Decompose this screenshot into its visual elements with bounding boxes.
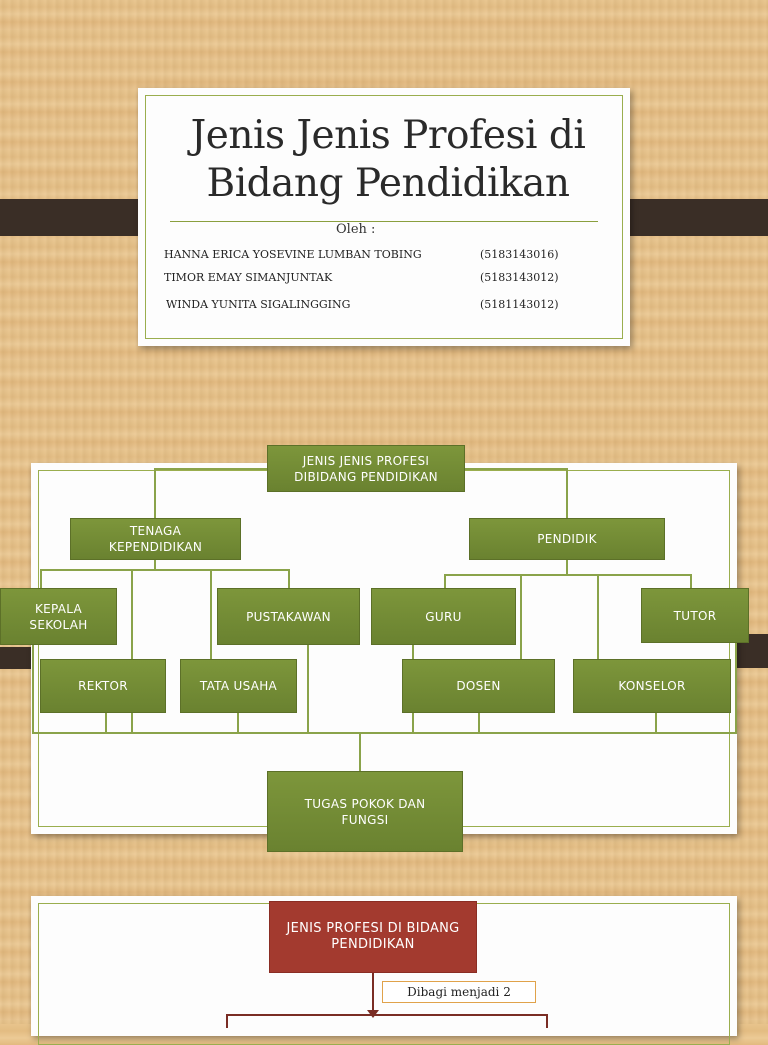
connector: [520, 574, 522, 659]
slide3-header-node[interactable]: JENIS PROFESI DI BIDANG PENDIDIKAN: [269, 901, 477, 973]
title-divider: [170, 221, 598, 222]
connector: [566, 468, 568, 518]
connector: [237, 711, 239, 733]
node-tata-usaha[interactable]: TATA USAHA: [180, 659, 297, 713]
connector: [690, 574, 692, 588]
node-dosen[interactable]: DOSEN: [402, 659, 555, 713]
connector: [154, 468, 156, 518]
connector: [444, 574, 446, 588]
member-name: HANNA ERICA YOSEVINE LUMBAN TOBING: [164, 248, 422, 261]
connector: [288, 569, 290, 589]
connector: [597, 574, 599, 659]
slide1-left-band: [0, 199, 155, 236]
node-guru[interactable]: GURU: [371, 588, 516, 645]
connector: [566, 559, 568, 576]
member-name: TIMOR EMAY SIMANJUNTAK: [164, 271, 333, 284]
node-rektor[interactable]: REKTOR: [40, 659, 166, 713]
connector: [154, 559, 156, 571]
connector: [444, 574, 692, 576]
member-name: WINDA YUNITA SIGALINGGING: [166, 298, 351, 311]
connector: [40, 569, 42, 589]
oleh-label: Oleh :: [336, 222, 376, 237]
arrow-connector: [372, 973, 374, 1013]
connector: [131, 569, 133, 733]
member-nim: (5181143012): [480, 298, 559, 311]
node-root[interactable]: JENIS JENIS PROFESI DIBIDANG PENDIDIKAN: [267, 445, 465, 492]
connector: [210, 569, 212, 659]
connector: [307, 645, 309, 733]
node-pendidik[interactable]: PENDIDIK: [469, 518, 665, 560]
connector: [655, 711, 657, 733]
node-pustakawan[interactable]: PUSTAKAWAN: [217, 588, 360, 645]
node-tutor[interactable]: TUTOR: [641, 588, 749, 643]
slide1-right-band: [613, 199, 768, 236]
connector: [735, 642, 737, 734]
node-konselor[interactable]: KONSELOR: [573, 659, 731, 713]
connector: [32, 645, 34, 734]
member-nim: (5183143016): [480, 248, 559, 261]
slide1-title: Jenis Jenis Profesi di Bidang Pendidikan: [190, 113, 586, 206]
slide3-bottom-box: [226, 1014, 548, 1028]
node-kepala-sekolah[interactable]: KEPALA SEKOLAH: [0, 588, 117, 645]
slide3-note: Dibagi menjadi 2: [382, 981, 536, 1003]
connector: [478, 711, 480, 733]
slide1-title-card: [138, 88, 630, 346]
connector: [105, 711, 107, 733]
connector: [359, 732, 361, 772]
member-nim: (5183143012): [480, 271, 559, 284]
node-tenaga-kependidikan[interactable]: TENAGA KEPENDIDIKAN: [70, 518, 241, 560]
node-tugas-pokok[interactable]: TUGAS POKOK DAN FUNGSI: [267, 771, 463, 852]
connector: [40, 569, 290, 571]
connector: [32, 732, 736, 734]
